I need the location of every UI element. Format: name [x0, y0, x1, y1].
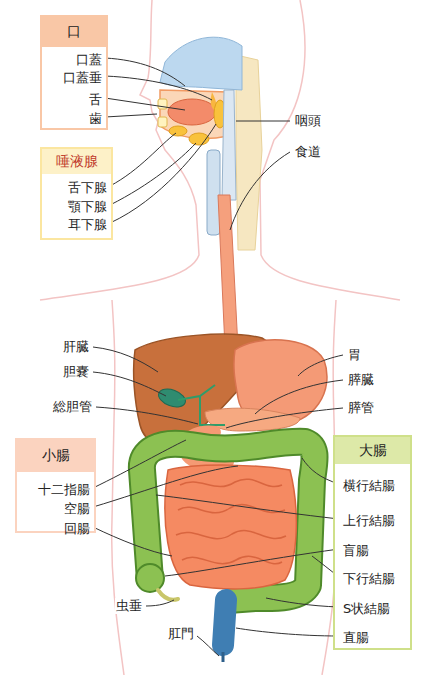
organ-group-box: 口口蓋口蓋垂舌歯	[40, 15, 108, 130]
pancreas	[205, 408, 300, 431]
oral-cavity	[160, 90, 228, 139]
part-label: 下行結腸	[343, 571, 395, 587]
leader-line	[110, 124, 216, 223]
face-outline	[40, 0, 199, 300]
part-label: 舌下腺	[68, 180, 107, 196]
large-intestine-edge	[142, 442, 315, 600]
part-label: 耳下腺	[68, 217, 107, 233]
body-outline	[40, 0, 400, 675]
group-heading: 小腸	[17, 440, 94, 472]
organ-label: 食道	[294, 144, 322, 160]
part-label: 上行結腸	[343, 513, 395, 529]
leader-line	[230, 152, 290, 230]
leader-line	[93, 372, 166, 396]
large-intestine	[142, 442, 315, 600]
part-label: 直腸	[343, 630, 369, 646]
leader-lines	[93, 58, 343, 656]
leader-line	[96, 407, 198, 424]
part-label: 口蓋	[76, 52, 102, 68]
leader-line	[146, 600, 174, 606]
nasal-cavity	[160, 37, 242, 90]
part-label: 顎下腺	[68, 199, 107, 215]
rectum	[223, 600, 226, 645]
group-heading: 唾液腺	[42, 149, 111, 174]
part-label: 盲腸	[343, 543, 369, 559]
organ-label: 咽頭	[294, 113, 322, 129]
anus	[222, 652, 225, 662]
part-label: 空腸	[64, 501, 90, 517]
leader-line	[110, 133, 176, 186]
leader-line	[236, 628, 339, 636]
trachea	[207, 150, 220, 235]
cecum	[136, 564, 164, 592]
leader-line	[298, 355, 343, 376]
leader-line	[93, 466, 238, 507]
appendix	[158, 590, 178, 600]
part-label: S状結腸	[343, 601, 390, 617]
organ-label: 肝臓	[62, 339, 90, 355]
organ-label: 膵臓	[347, 372, 375, 388]
leader-line	[165, 549, 339, 576]
organ-group-box: 小腸十二指腸空腸回腸	[15, 438, 96, 533]
organ-label: 胆嚢	[62, 364, 90, 380]
organ-label: 膵管	[347, 400, 375, 416]
leader-line	[93, 440, 186, 488]
part-label: 口蓋垂	[63, 70, 102, 86]
group-heading: 口	[42, 17, 106, 47]
leader-line	[105, 58, 185, 86]
organ-group-box: 大腸横行結腸上行結腸盲腸下行結腸 S状結腸直腸	[333, 435, 412, 650]
leader-line	[156, 495, 339, 519]
lower-tooth	[158, 117, 167, 127]
part-label: 横行結腸	[343, 478, 395, 494]
small-intestine	[165, 465, 296, 589]
leader-line	[105, 114, 157, 117]
intestine-loops	[176, 479, 286, 564]
part-label: 歯	[89, 111, 102, 127]
sublingual-gland	[169, 126, 187, 136]
gallbladder	[156, 386, 188, 411]
leader-line	[93, 347, 158, 372]
part-label: 十二指腸	[38, 482, 90, 498]
organ-label: 胃	[347, 347, 362, 363]
pharynx	[222, 90, 236, 200]
leader-line	[105, 98, 185, 110]
part-label: 回腸	[64, 521, 90, 537]
leader-line	[93, 527, 172, 556]
organ-group-box: 唾液腺舌下腺顎下腺耳下腺	[40, 147, 113, 240]
leader-line	[105, 76, 212, 100]
tongue	[168, 99, 216, 125]
head-back-outline	[260, 0, 400, 300]
group-heading: 大腸	[335, 437, 410, 464]
bile-duct	[178, 385, 225, 425]
part-label: 舌	[89, 92, 102, 108]
leader-line	[236, 121, 290, 122]
torso-left-outline	[112, 300, 124, 675]
leader-line	[266, 598, 339, 607]
organ-label: 肛門	[167, 626, 195, 642]
leader-line	[226, 408, 343, 428]
leader-line	[197, 636, 219, 656]
organ-label: 虫垂	[115, 598, 143, 614]
organ-label: 総胆管	[52, 399, 93, 415]
